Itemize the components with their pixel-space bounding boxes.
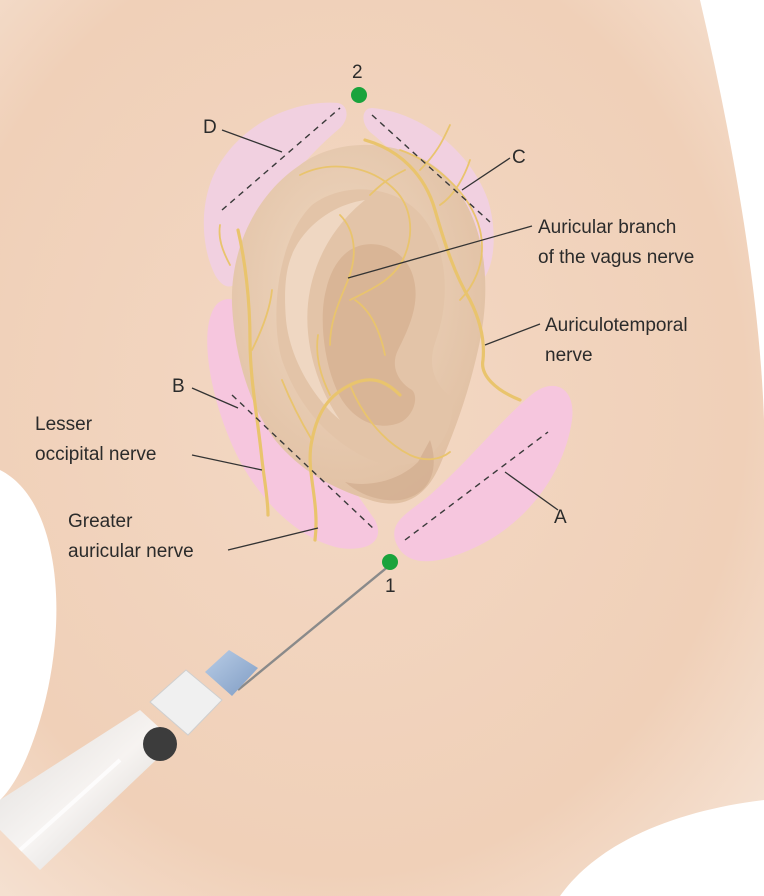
leader-lesser-occipital: [191, 454, 263, 471]
label-auriculotemporal-line1: Auriculotemporal: [545, 315, 688, 336]
leader-greater-auricular: [227, 527, 319, 551]
label-greater-auricular-line2: auricular nerve: [68, 541, 194, 562]
label-greater-auricular-line1: Greater: [68, 511, 133, 532]
auriculotemporal-branch: [399, 149, 483, 301]
syringe-opening: [143, 727, 177, 761]
label-auriculotemporal-line2: nerve: [545, 345, 593, 366]
syringe-collar: [149, 669, 223, 736]
auriculotemporal-twig-2: [439, 159, 471, 206]
vagus-branch-3: [354, 299, 386, 356]
label-auricular-vagus-line2: of the vagus nerve: [538, 247, 694, 268]
leader-auriculotemporal: [484, 323, 541, 346]
label-lesser-occipital-line1: Lesser: [35, 414, 93, 435]
leader-c: [461, 157, 511, 191]
zone-label-a: A: [554, 507, 567, 528]
ear-lobe-shadow: [345, 440, 434, 501]
bottom-right-white-area: [560, 800, 764, 896]
lesser-occipital-branch: [218, 224, 231, 266]
dash-c: [371, 114, 491, 223]
vagus-twig: [369, 169, 406, 196]
lesser-occipital-branch-2: [251, 289, 273, 351]
needle-hub: [205, 650, 258, 696]
zone-label-b: B: [172, 376, 185, 397]
zone-label-d: D: [203, 117, 217, 138]
left-white-area: [0, 470, 57, 800]
dash-a: [404, 431, 549, 541]
greater-auricular-nerve: [308, 378, 402, 542]
zone-label-c: C: [512, 147, 526, 168]
label-auricular-vagus-line1: Auricular branch: [538, 217, 676, 238]
leader-d: [221, 129, 283, 153]
injection-point-2: [351, 87, 367, 103]
leader-a: [504, 471, 559, 511]
point-label-1: 1: [385, 576, 396, 597]
leader-b: [191, 387, 239, 409]
syringe-plunger-highlight: [18, 758, 122, 852]
greater-auricular-branch-2: [349, 384, 451, 461]
ear: [231, 144, 486, 504]
point-label-2: 2: [352, 62, 363, 83]
greater-auricular-branch-3: [316, 334, 331, 396]
vagus-branch: [299, 165, 412, 301]
ear-antihelix-shadow: [285, 200, 365, 420]
syringe: [0, 564, 391, 870]
lesser-occipital-nerve: [236, 228, 270, 517]
zone-a: [394, 385, 573, 562]
nerves: [218, 124, 522, 542]
injection-point-1: [382, 554, 398, 570]
ear-concha: [322, 244, 416, 426]
auriculotemporal-twig-1: [419, 124, 451, 171]
vagus-branch-2: [329, 214, 355, 346]
leader-vagus: [347, 225, 533, 279]
greater-auricular-branch: [281, 379, 313, 441]
top-right-white-area: [700, 0, 764, 120]
dash-d: [221, 107, 341, 211]
auriculotemporal-nerve: [363, 138, 522, 402]
label-lesser-occipital-line2: occipital nerve: [35, 444, 156, 465]
needle: [237, 564, 391, 691]
